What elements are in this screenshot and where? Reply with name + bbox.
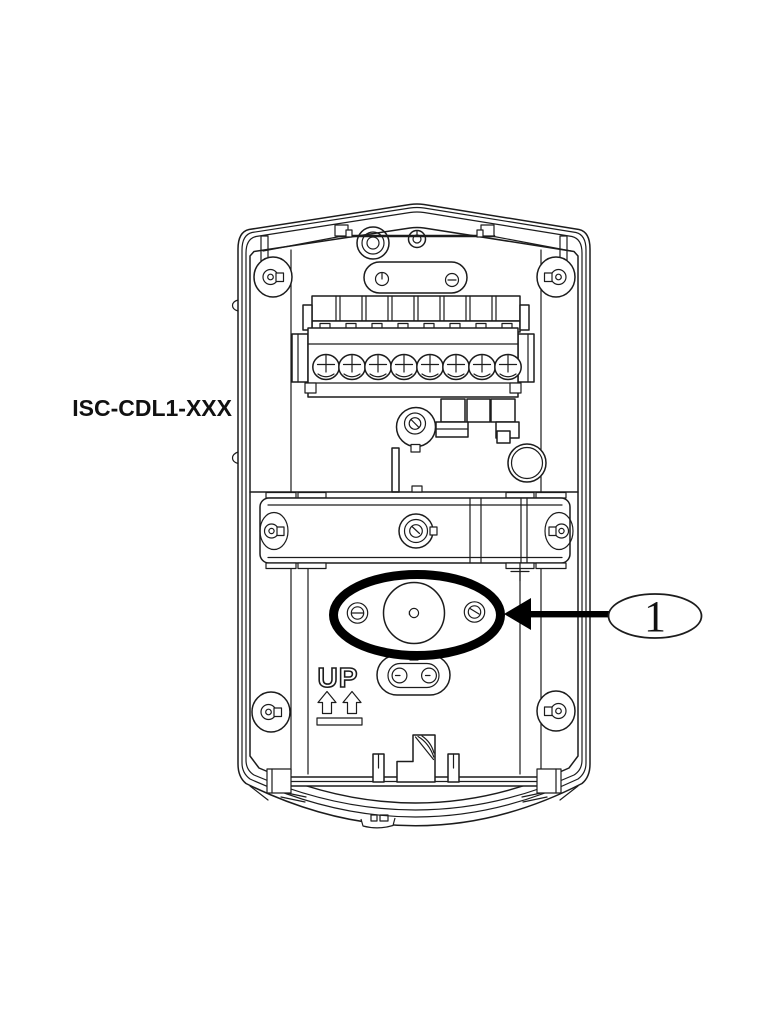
up-baseline-bar bbox=[316, 717, 363, 726]
callout-arrow-icon bbox=[504, 598, 610, 630]
cable-hole bbox=[507, 443, 547, 483]
lower-connector bbox=[376, 653, 451, 696]
model-label: ISC-CDL1-XXX bbox=[72, 395, 232, 421]
bottom-rail-assembly bbox=[249, 734, 579, 829]
knockout-highlight-ellipse bbox=[329, 570, 505, 660]
callout-number: 1 bbox=[644, 592, 666, 641]
top-entry-features bbox=[356, 226, 468, 294]
callout-bubble bbox=[607, 593, 703, 639]
center-knockout bbox=[346, 581, 486, 645]
corner-screw-bosses bbox=[251, 256, 576, 733]
up-arrow-icon bbox=[317, 690, 337, 715]
mid-plate-features bbox=[249, 398, 579, 493]
terminal-block bbox=[291, 295, 535, 398]
up-arrow-icon bbox=[342, 690, 362, 715]
mounting-bracket bbox=[259, 491, 574, 582]
terminal-screws bbox=[312, 353, 522, 381]
callout: 1 bbox=[329, 570, 703, 660]
release-latch bbox=[396, 734, 436, 783]
up-marking: UP bbox=[316, 661, 363, 726]
up-label: UP bbox=[318, 662, 359, 693]
